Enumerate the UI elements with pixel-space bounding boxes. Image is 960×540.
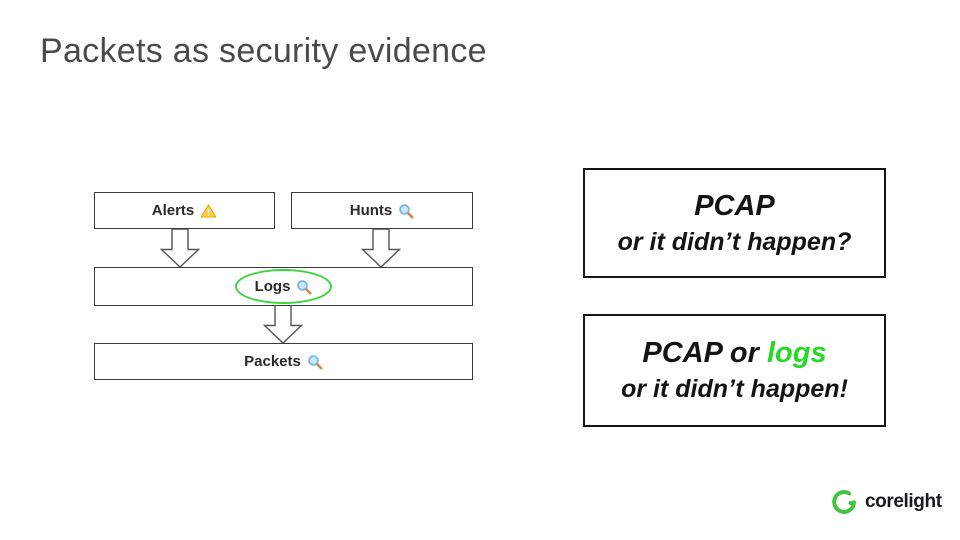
corelight-logo: corelight [830, 488, 942, 516]
down-arrow-hunts-to-logs [361, 228, 401, 268]
node-alerts-label: Alerts [151, 202, 195, 219]
callout-pcap-line1: PCAP [694, 189, 775, 222]
magnifier-icon [398, 203, 414, 219]
callout-pcap-line2: or it didn’t happen? [617, 227, 852, 256]
callout-pcap-or-logs: PCAP or logs or it didn’t happen! [583, 314, 886, 427]
node-hunts-label: Hunts [349, 202, 393, 219]
down-arrow-logs-to-packets [263, 304, 303, 344]
callout-line1-green: logs [767, 337, 827, 370]
corelight-wordmark: corelight [865, 491, 942, 512]
diagram-node-packets: Packets [94, 343, 473, 380]
callout-pcap-or-logs-line2: or it didn’t happen! [621, 375, 848, 404]
callout-line1-black: PCAP or [642, 337, 759, 370]
down-arrow-alerts-to-logs [160, 228, 200, 268]
logs-highlight-ellipse [235, 269, 332, 304]
node-packets-label: Packets [244, 353, 301, 370]
callout-pcap-or-logs-line1: PCAP or logs [642, 335, 826, 373]
diagram-node-alerts: Alerts [94, 192, 275, 229]
magnifier-icon [307, 354, 323, 370]
callout-pcap: PCAP or it didn’t happen? [583, 168, 886, 278]
slide-title: Packets as security evidence [40, 32, 487, 70]
corelight-arc-icon [830, 488, 858, 516]
warning-icon [200, 203, 217, 219]
diagram-node-hunts: Hunts [291, 192, 473, 229]
